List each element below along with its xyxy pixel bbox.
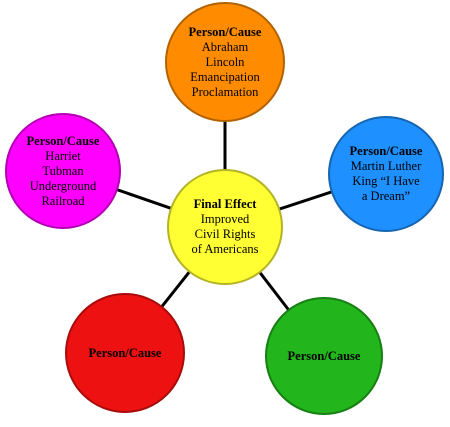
node-title: Final Effect xyxy=(193,197,257,211)
cause-circle xyxy=(328,116,444,232)
node-title: Person/Cause xyxy=(188,24,262,39)
node-line: Railroad xyxy=(41,193,85,208)
node-line: Civil Rights xyxy=(194,227,256,241)
node-line: Harriet xyxy=(45,148,81,163)
node-line: Improved xyxy=(200,212,250,226)
node-title: Person/Cause xyxy=(88,345,162,360)
node-title: Person/Cause xyxy=(26,133,100,148)
circles xyxy=(5,2,444,415)
node-line: King “I Have xyxy=(352,174,420,188)
cause-circle xyxy=(265,297,383,415)
cause-circle xyxy=(5,113,121,229)
cause-circle xyxy=(65,293,185,413)
node-title: Person/Cause xyxy=(349,144,423,158)
node-line: Emancipation xyxy=(190,69,260,84)
cause-label: Person/Cause xyxy=(66,294,184,412)
node-line: Proclamation xyxy=(191,84,259,99)
cause-circle xyxy=(165,2,285,122)
node-line: Lincoln xyxy=(205,54,245,69)
node-line: Abraham xyxy=(201,39,249,54)
node-line: a Dream” xyxy=(361,189,411,203)
cause-label: Person/Cause xyxy=(266,298,382,414)
node-line: of Americans xyxy=(191,242,259,256)
node-line: Martin Luther xyxy=(350,159,422,173)
node-line: Tubman xyxy=(42,163,84,178)
effect-circle xyxy=(167,169,283,285)
node-title: Person/Cause xyxy=(287,348,361,363)
node-line: Underground xyxy=(29,178,97,193)
